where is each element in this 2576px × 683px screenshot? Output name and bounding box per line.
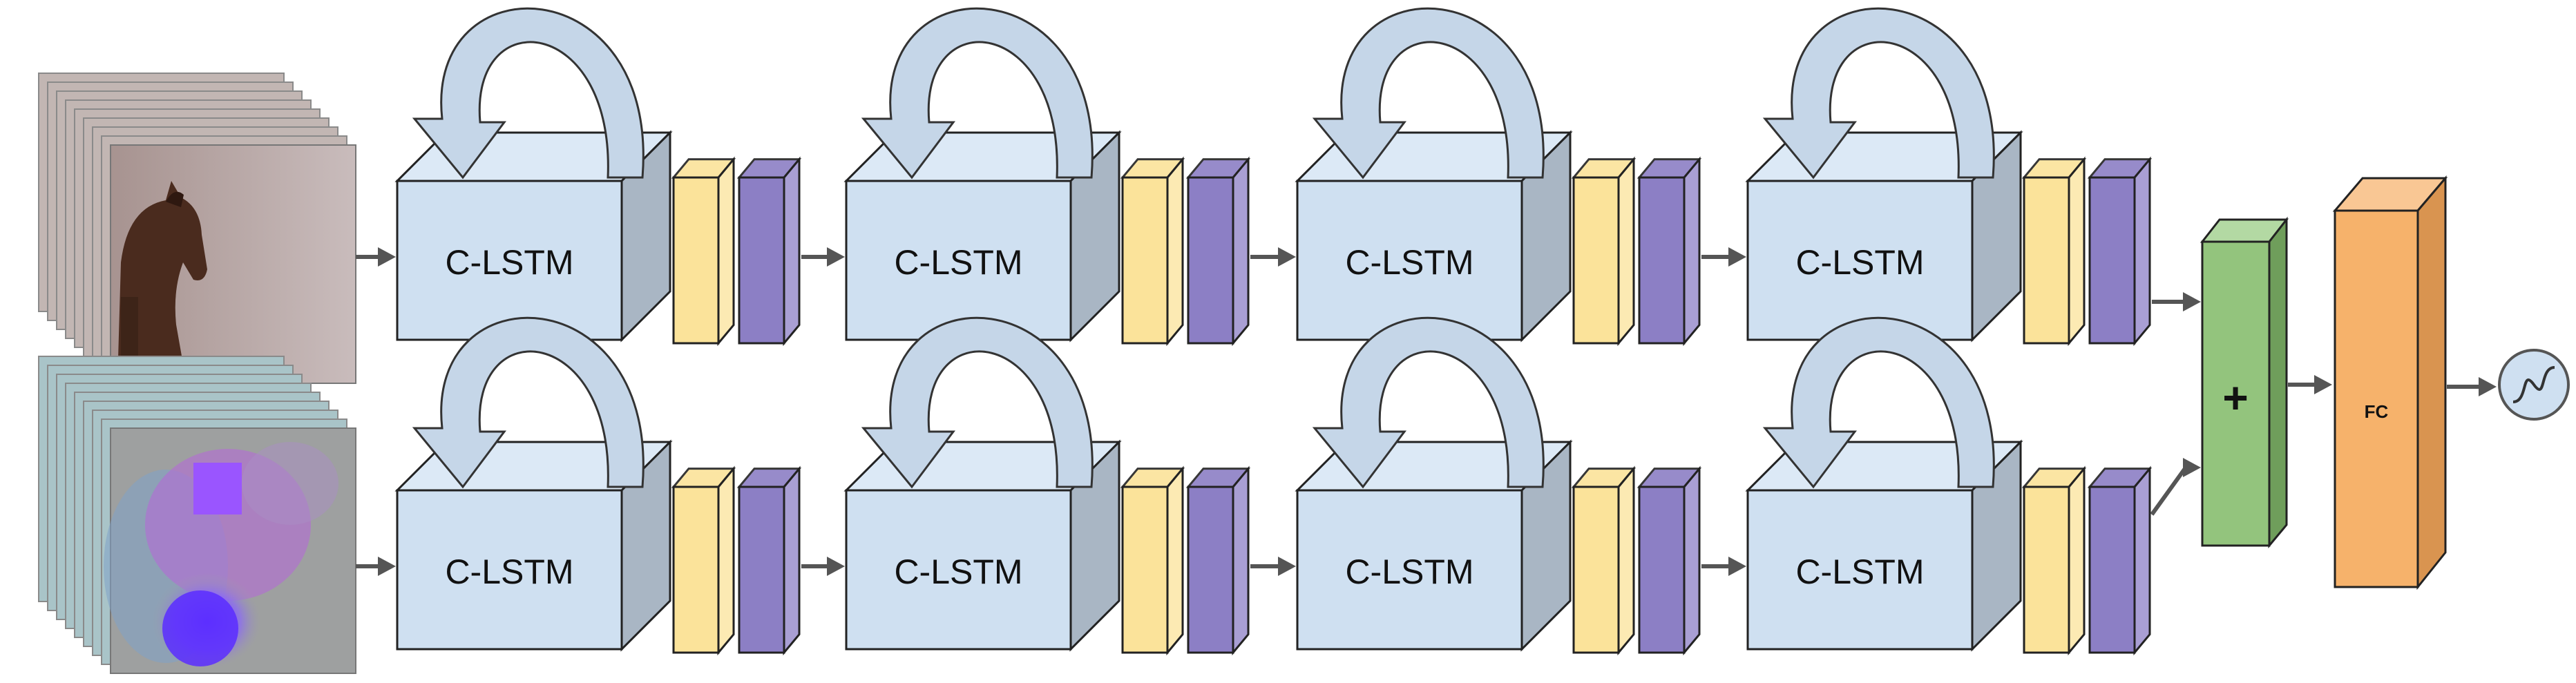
normalization-layer xyxy=(1120,465,1185,656)
flow-arrow xyxy=(356,247,396,267)
clstm-label: C-LSTM xyxy=(445,552,573,591)
clstm-block: C-LSTM xyxy=(1745,7,2153,347)
flow-arrow xyxy=(1250,247,1296,267)
clstm-label: C-LSTM xyxy=(894,552,1022,591)
flow-arrow xyxy=(1701,247,1746,267)
clstm-label: C-LSTM xyxy=(1345,552,1473,591)
flow-arrow xyxy=(1701,557,1746,576)
clstm-label: C-LSTM xyxy=(1795,243,1924,282)
fc-layer: FC xyxy=(2332,175,2448,590)
optical-flow-frame-image xyxy=(104,427,356,674)
normalization-layer xyxy=(671,156,736,347)
normalization-layer xyxy=(1120,156,1185,347)
flow-arrow xyxy=(2152,292,2201,311)
flow-arrow xyxy=(356,557,396,576)
clstm-block: C-LSTM xyxy=(1295,7,1702,347)
clstm-label: C-LSTM xyxy=(1795,552,1924,591)
flow-arrow xyxy=(1250,557,1296,576)
pooling-layer xyxy=(1637,465,1702,656)
fusion-layer: + xyxy=(2200,216,2289,549)
pooling-layer xyxy=(1637,156,1702,347)
clstm-block: C-LSTM xyxy=(843,7,1251,347)
pooling-layer xyxy=(736,156,802,347)
fc-label: FC xyxy=(2365,401,2389,422)
clstm-block: C-LSTM xyxy=(1295,316,1702,656)
clstm-block: C-LSTM xyxy=(394,7,802,347)
normalization-layer xyxy=(2021,465,2087,656)
recurrent-arrow-icon xyxy=(1762,7,1995,180)
clstm-label: C-LSTM xyxy=(1345,243,1473,282)
optical-flow-frame-stack xyxy=(38,356,356,674)
flow-arrow xyxy=(801,247,845,267)
rgb-frame-stack xyxy=(38,73,356,384)
flow-arrow xyxy=(2447,377,2497,396)
recurrent-arrow-icon xyxy=(1312,7,1545,180)
flow-arrow xyxy=(801,557,845,576)
recurrent-arrow-icon xyxy=(412,316,645,489)
flow-arrow xyxy=(2150,458,2201,516)
horse-frame-image xyxy=(110,144,356,384)
pooling-layer xyxy=(1185,465,1251,656)
clstm-block: C-LSTM xyxy=(1745,316,2153,656)
clstm-block: C-LSTM xyxy=(843,316,1251,656)
recurrent-arrow-icon xyxy=(861,316,1094,489)
recurrent-arrow-icon xyxy=(1762,316,1995,489)
recurrent-arrow-icon xyxy=(412,7,645,180)
normalization-layer xyxy=(2021,156,2087,347)
normalization-layer xyxy=(1571,465,1637,656)
sigmoid-output-node xyxy=(2498,349,2570,421)
normalization-layer xyxy=(1571,156,1637,347)
fusion-label: + xyxy=(2222,373,2248,423)
pooling-layer xyxy=(736,465,802,656)
normalization-layer xyxy=(671,465,736,656)
pooling-layer xyxy=(2087,156,2153,347)
clstm-block: C-LSTM xyxy=(394,316,802,656)
recurrent-arrow-icon xyxy=(861,7,1094,180)
clstm-label: C-LSTM xyxy=(445,243,573,282)
clstm-label: C-LSTM xyxy=(894,243,1022,282)
pooling-layer xyxy=(1185,156,1251,347)
pooling-layer xyxy=(2087,465,2153,656)
flow-arrow xyxy=(2288,375,2332,394)
recurrent-arrow-icon xyxy=(1312,316,1545,489)
